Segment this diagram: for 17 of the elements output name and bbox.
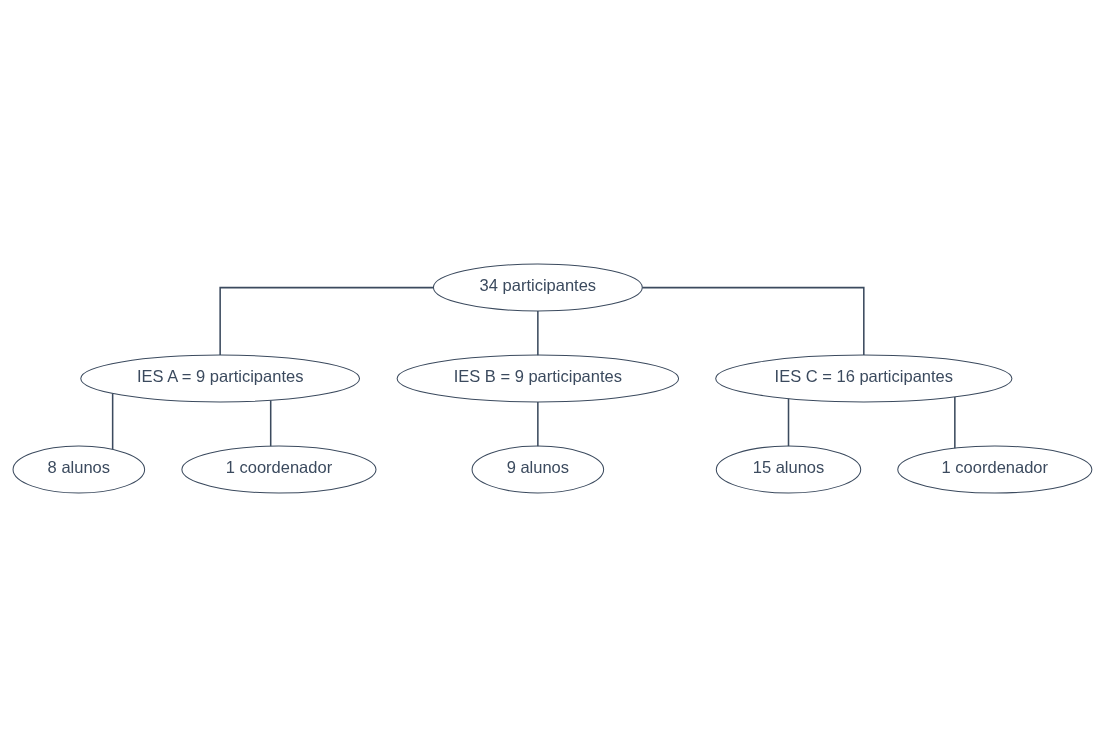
- node-ellipse: IES C = 16 participantes: [715, 354, 1013, 402]
- connector: [537, 400, 539, 447]
- connector: [111, 392, 114, 450]
- node-ellipse: 1 coordenador: [181, 445, 377, 494]
- node-ellipse: 34 participantes: [432, 262, 643, 311]
- node-ellipse: 1 coordenador: [897, 445, 1093, 494]
- node-ellipse: IES B = 9 participantes: [396, 354, 680, 402]
- connector: [269, 399, 272, 447]
- connector: [787, 397, 790, 447]
- node-ellipse: IES A = 9 participantes: [80, 354, 361, 402]
- node-ellipse: 9 alunos: [471, 445, 605, 494]
- connector: [954, 395, 956, 449]
- node-ellipse: 15 alunos: [715, 445, 862, 494]
- node-ellipse: 8 alunos: [12, 445, 146, 494]
- connector: [641, 286, 865, 356]
- connector: [219, 286, 435, 356]
- connector: [537, 309, 539, 356]
